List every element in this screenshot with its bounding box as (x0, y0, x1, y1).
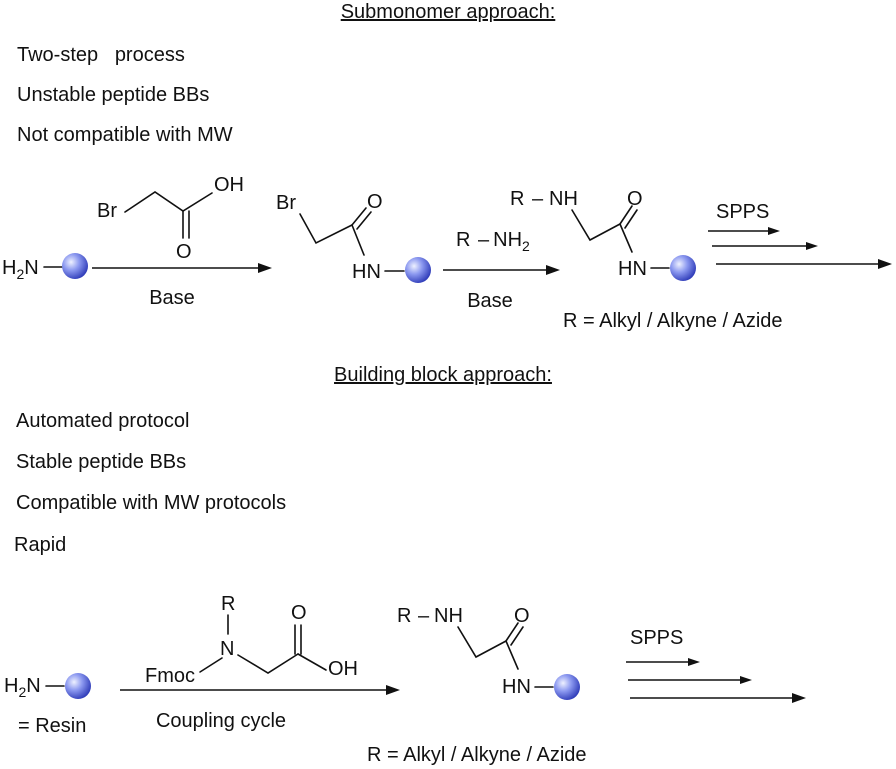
resin-bead-icon (554, 674, 580, 700)
reaction-arrow-2 (443, 265, 560, 275)
base-label-1: Base (149, 287, 195, 309)
base-label-2: Base (467, 290, 513, 312)
r-label: R (221, 593, 235, 615)
coupling-arrow (120, 685, 400, 695)
fmoc-building-block: R N Fmoc O OH (145, 593, 358, 687)
o-label: O (367, 191, 383, 213)
spps-arrows-1 (708, 227, 892, 269)
br-label: Br (97, 200, 117, 222)
resin-amine-start: H2N (2, 253, 88, 282)
resin-bead-icon (62, 253, 88, 279)
submonomer-note: Unstable peptide BBs (17, 84, 209, 106)
submonomer-note: Two-step process (17, 44, 185, 66)
fmoc-label: Fmoc (145, 665, 195, 687)
n-label: N (220, 638, 234, 660)
svg-text:–: – (418, 605, 430, 627)
spps-arrows-2 (626, 658, 806, 703)
building-block-note: Rapid (14, 534, 66, 556)
building-block-heading: Building block approach: (334, 364, 552, 386)
hn-label: HN (618, 258, 647, 280)
reaction-arrow-1 (92, 263, 272, 273)
bromoacetyl-resin: Br O HN (276, 191, 431, 283)
o-label: O (627, 188, 643, 210)
building-block-note: Compatible with MW protocols (16, 492, 286, 514)
spps-label-1: SPPS (716, 201, 769, 223)
resin-legend: = Resin (18, 715, 86, 737)
peptoid-resin-2: R – NH O HN (397, 605, 580, 700)
hn-label: HN (352, 261, 381, 283)
hn-label: HN (502, 676, 531, 698)
building-block-note: Automated protocol (16, 410, 189, 432)
amine-reagent: R –NH2 (456, 229, 530, 254)
submonomer-note: Not compatible with MW (17, 124, 233, 146)
r-label: R (510, 188, 524, 210)
h2n-label: H2N (2, 257, 39, 282)
h2n-label: H2N (4, 675, 41, 700)
br-label: Br (276, 192, 296, 214)
bromoacetic-acid: Br OH O (97, 174, 244, 263)
spps-label-2: SPPS (630, 627, 683, 649)
oh-label: OH (214, 174, 244, 196)
r-definition-2: R = Alkyl / Alkyne / Azide (367, 744, 587, 766)
nh-label: NH (549, 188, 578, 210)
o-label: O (514, 605, 530, 627)
resin-bead-icon (405, 257, 431, 283)
r-definition-1: R = Alkyl / Alkyne / Azide (563, 310, 783, 332)
submonomer-heading: Submonomer approach: (341, 1, 556, 23)
resin-amine-start-2: H2N (4, 673, 91, 700)
resin-bead-icon (670, 255, 696, 281)
o-label: O (176, 241, 192, 263)
peptoid-resin-1: R – NH O HN (510, 188, 696, 281)
resin-bead-icon (65, 673, 91, 699)
building-block-note: Stable peptide BBs (16, 451, 186, 473)
o-label: O (291, 602, 307, 624)
r-label: R (397, 605, 411, 627)
svg-text:–: – (532, 188, 544, 210)
oh-label: OH (328, 658, 358, 680)
nh-label: NH (434, 605, 463, 627)
coupling-cycle-label: Coupling cycle (156, 710, 286, 732)
